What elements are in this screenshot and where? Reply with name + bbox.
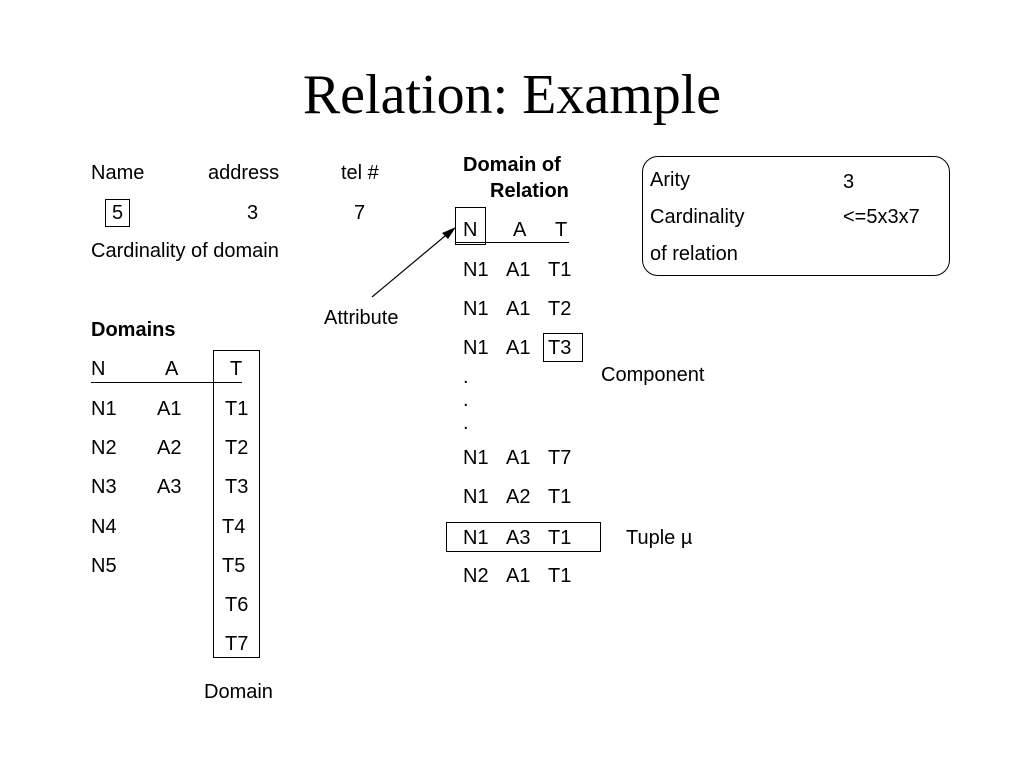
cardinality-highlight-box bbox=[105, 199, 130, 227]
domain-cell: T4 bbox=[222, 516, 246, 538]
domains-title: Domains bbox=[91, 319, 176, 341]
relation-cell: A1 bbox=[506, 298, 531, 320]
relation-cell: T1 bbox=[548, 486, 572, 508]
relation-cell: N1 bbox=[463, 486, 489, 508]
relation-cell: N1 bbox=[463, 337, 489, 359]
relation-cell: N1 bbox=[463, 259, 489, 281]
header-name: Name bbox=[91, 162, 145, 184]
attribute-n-box bbox=[455, 207, 486, 245]
of-relation-label: of relation bbox=[650, 243, 738, 265]
tuple-label: Tuple µ bbox=[626, 527, 693, 549]
domain-cell: T2 bbox=[225, 437, 249, 459]
ellipsis-dot: . bbox=[463, 389, 469, 411]
domain-cell: N1 bbox=[91, 398, 117, 420]
attribute-label: Attribute bbox=[324, 307, 399, 329]
domains-header-a: A bbox=[165, 358, 179, 380]
cardinality-tel: 7 bbox=[354, 202, 366, 224]
info-box bbox=[642, 156, 950, 276]
domain-caption: Domain bbox=[204, 681, 273, 703]
component-box bbox=[543, 333, 583, 362]
arity-label: Arity bbox=[650, 169, 690, 191]
relation-cell: N1 bbox=[463, 298, 489, 320]
domain-cell: N3 bbox=[91, 476, 117, 498]
relation-cell: T7 bbox=[548, 447, 572, 469]
cardinality-label: Cardinality bbox=[650, 206, 745, 228]
domain-cell: T5 bbox=[222, 555, 246, 577]
domain-of-relation-title-2: Relation bbox=[490, 180, 569, 202]
relation-header-n: N bbox=[463, 219, 478, 241]
relation-cell: A1 bbox=[506, 565, 531, 587]
relation-cell: A1 bbox=[506, 337, 531, 359]
relation-cell: N2 bbox=[463, 565, 489, 587]
relation-header-underline bbox=[455, 242, 569, 243]
relation-cell: T2 bbox=[548, 298, 572, 320]
domain-t-box bbox=[213, 350, 260, 658]
domain-cell: A1 bbox=[157, 398, 182, 420]
domain-cell: T6 bbox=[225, 594, 249, 616]
domain-of-relation-title: Domain of bbox=[463, 154, 561, 176]
cardinality-value: <=5x3x7 bbox=[843, 206, 920, 228]
relation-cell: A1 bbox=[506, 447, 531, 469]
relation-header-a: A bbox=[513, 219, 527, 241]
relation-cell: A3 bbox=[506, 527, 531, 549]
relation-header-t: T bbox=[555, 219, 568, 241]
relation-cell: A2 bbox=[506, 486, 531, 508]
domains-header-underline bbox=[91, 382, 242, 383]
cardinality-name: 5 bbox=[112, 202, 124, 224]
tuple-box bbox=[446, 522, 601, 552]
component-label: Component bbox=[601, 364, 705, 386]
ellipsis-dot: . bbox=[463, 366, 469, 388]
relation-cell: T1 bbox=[548, 565, 572, 587]
domain-cell: N4 bbox=[91, 516, 117, 538]
domain-cell: T1 bbox=[225, 398, 249, 420]
ellipsis-dot: . bbox=[463, 412, 469, 434]
relation-cell: A1 bbox=[506, 259, 531, 281]
relation-cell: T1 bbox=[548, 259, 572, 281]
domains-header-t: T bbox=[230, 358, 243, 380]
slide-title: Relation: Example bbox=[302, 64, 722, 126]
cardinality-of-domain-label: Cardinality of domain bbox=[91, 240, 279, 262]
domain-cell: A2 bbox=[157, 437, 182, 459]
header-tel: tel # bbox=[341, 162, 379, 184]
relation-cell: T1 bbox=[548, 527, 572, 549]
domain-cell: A3 bbox=[157, 476, 182, 498]
cardinality-address: 3 bbox=[247, 202, 259, 224]
relation-cell: T3 bbox=[548, 337, 572, 359]
domain-cell: N2 bbox=[91, 437, 117, 459]
domain-cell: T7 bbox=[225, 633, 249, 655]
header-address: address bbox=[208, 162, 280, 184]
domains-header-n: N bbox=[91, 358, 106, 380]
domain-cell: N5 bbox=[91, 555, 117, 577]
relation-cell: N1 bbox=[463, 447, 489, 469]
domain-cell: T3 bbox=[225, 476, 249, 498]
relation-cell: N1 bbox=[463, 527, 489, 549]
arity-value: 3 bbox=[843, 171, 855, 193]
